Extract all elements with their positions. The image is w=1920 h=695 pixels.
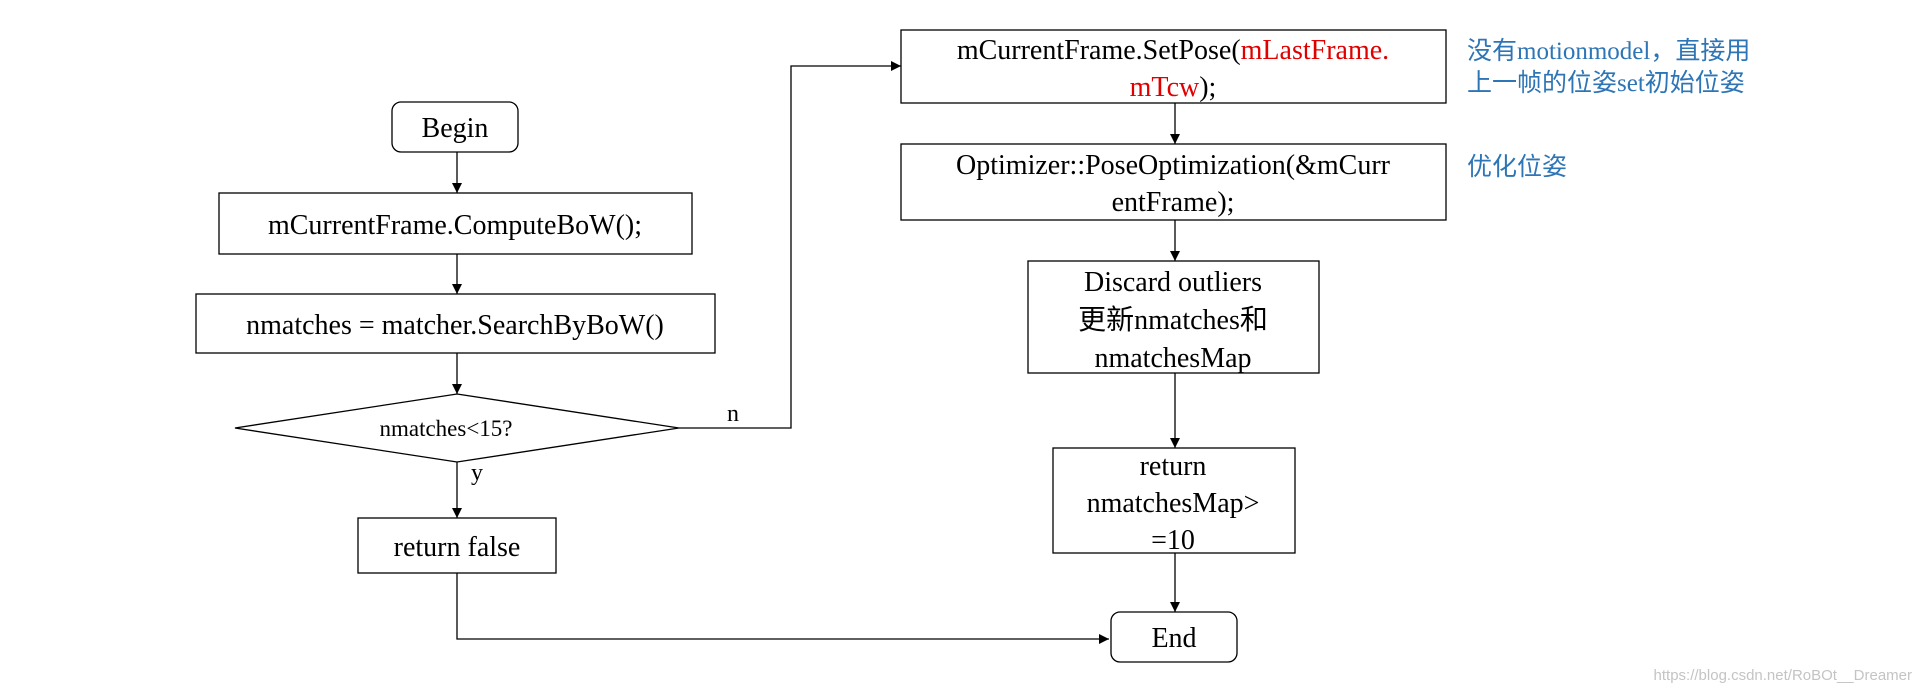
node-begin: Begin: [391, 101, 519, 153]
node-pose-optimization: Optimizer::PoseOptimization(&mCurr entFr…: [900, 143, 1447, 221]
note-optimize: 优化位姿: [1467, 153, 1567, 181]
edge-decision-no: [679, 61, 901, 429]
node-end: End: [1110, 611, 1238, 663]
node-set-pose-line1-highlight: mLastFrame.: [1241, 35, 1390, 66]
node-end-label: End: [1151, 623, 1196, 654]
node-decision-shape: [234, 393, 680, 463]
node-return-map: return nmatchesMap> =10: [1052, 447, 1296, 556]
node-return-false-label: return false: [394, 532, 521, 563]
node-set-pose-line1: mCurrentFrame.SetPose(mLastFrame.: [957, 35, 1389, 66]
node-return-map-shape: [1052, 447, 1296, 554]
node-return-map-line1: return: [1140, 451, 1207, 482]
node-begin-label: Begin: [422, 113, 489, 144]
node-compute-bow-shape: [218, 192, 693, 255]
node-set-pose-line2: mTcw);: [1130, 72, 1217, 103]
note-set-pose-line2: 上一帧的位姿set初始位姿: [1467, 69, 1745, 97]
node-discard-outliers-line2: 更新nmatches和: [1078, 304, 1268, 336]
node-discard-outliers: Discard outliers 更新nmatches和 nmatchesMap: [1027, 260, 1320, 374]
watermark-text: https://blog.csdn.net/RoBOt__Dreamer: [1654, 667, 1912, 684]
note-set-pose-line1: 没有motionmodel，直接用: [1467, 37, 1750, 65]
node-return-map-line2: nmatchesMap>: [1087, 488, 1260, 519]
node-pose-optimization-line1: Optimizer::PoseOptimization(&mCurr: [956, 150, 1391, 181]
node-discard-outliers-line3: nmatchesMap: [1094, 343, 1251, 374]
node-compute-bow: mCurrentFrame.ComputeBoW();: [218, 192, 693, 255]
node-compute-bow-label: mCurrentFrame.ComputeBoW();: [268, 210, 642, 241]
node-return-map-line3: =10: [1151, 525, 1195, 556]
node-pose-optimization-line2: entFrame);: [1112, 187, 1235, 218]
node-set-pose-line2-highlight: mTcw: [1130, 72, 1200, 103]
edge-label-no: n: [727, 401, 739, 427]
node-decision: nmatches<15?: [234, 393, 680, 463]
node-search-bow-label: nmatches = matcher.SearchByBoW(): [246, 310, 664, 341]
node-search-bow-shape: [195, 293, 716, 354]
node-discard-outliers-shape: [1027, 260, 1320, 374]
node-pose-optimization-shape: [900, 143, 1447, 221]
edge-false-to-end: [456, 573, 1109, 644]
node-decision-label: nmatches<15?: [379, 416, 512, 441]
note-set-pose: 没有motionmodel，直接用 上一帧的位姿set初始位姿: [1467, 37, 1750, 97]
node-set-pose-shape: [900, 29, 1447, 104]
edge-label-yes: y: [471, 460, 483, 486]
node-begin-shape: [391, 101, 519, 153]
node-set-pose-line1-code: mCurrentFrame.SetPose(: [957, 35, 1241, 66]
node-return-false-shape: [357, 517, 557, 574]
node-return-false: return false: [357, 517, 557, 574]
node-discard-outliers-line1: Discard outliers: [1084, 267, 1262, 298]
node-set-pose-line2-code: );: [1199, 72, 1216, 103]
node-search-bow: nmatches = matcher.SearchByBoW(): [195, 293, 716, 354]
node-end-shape: [1110, 611, 1238, 663]
node-set-pose: mCurrentFrame.SetPose(mLastFrame. mTcw);: [900, 29, 1447, 104]
